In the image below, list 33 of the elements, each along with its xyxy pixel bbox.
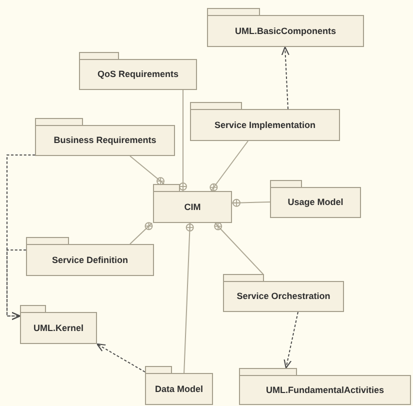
dependency-arrow: [284, 312, 298, 369]
dependency-arrow: [6, 250, 26, 320]
package-shape: [20, 305, 97, 344]
package-name: Service Orchestration: [236, 291, 330, 302]
package-name: Service Implementation: [214, 120, 316, 130]
package-shape: [145, 366, 213, 405]
package-name: Business Requirements: [54, 135, 156, 146]
containment-line: [210, 140, 248, 192]
package-shape: [35, 118, 175, 156]
package-shape: [207, 8, 364, 47]
package-name: UML.Kernel: [33, 322, 84, 334]
containment-line: [130, 222, 153, 244]
containment-line: [130, 156, 164, 186]
package-shape: [153, 184, 232, 223]
containment-line: [180, 90, 187, 192]
package-name: QoS Requirements: [97, 69, 179, 80]
dependency-arrow: [281, 46, 290, 110]
package-name: UML.BasicComponents: [234, 26, 336, 36]
package-name: Data Model: [154, 384, 203, 394]
containment-line: [184, 222, 194, 374]
package-name: CIM: [184, 202, 201, 212]
package-name: Service Definition: [52, 254, 128, 266]
dependency-arrow: [96, 343, 146, 372]
package-shape: [270, 180, 361, 218]
package-shape: [79, 52, 197, 90]
package-shape: [190, 102, 340, 141]
package-shape: [223, 274, 344, 312]
package-shape: [26, 237, 154, 276]
containment-line: [232, 198, 270, 207]
containment-line: [214, 222, 264, 274]
package-name: UML.FundamentalActivities: [266, 384, 384, 396]
package-name: Usage Model: [288, 197, 344, 208]
package-shape: [239, 368, 411, 405]
